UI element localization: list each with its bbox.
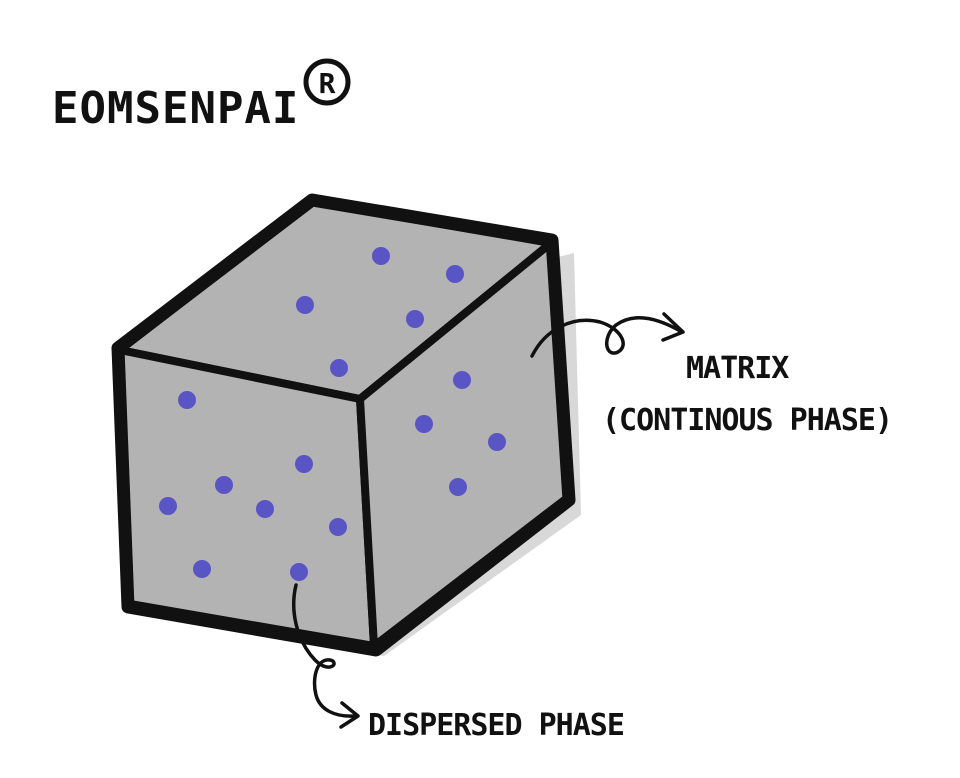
curly-arrow-right-icon [530,316,684,358]
particle-dot [178,391,196,409]
particle-dot [406,310,424,328]
particle-dot [193,560,211,578]
particle-dot [290,563,308,581]
continuous-phase-label: (CONTINOUS PHASE) [602,403,892,438]
particle-dot [449,478,467,496]
particle-dot [446,265,464,283]
particle-dot [330,359,348,377]
matrix-label: MATRIX [686,351,789,386]
particle-dot [415,415,433,433]
dispersed-arrowhead [339,701,360,729]
particle-dot [295,455,313,473]
dispersed-particles [159,247,506,581]
particle-dot [329,518,347,536]
matrix-arrowhead [661,312,685,342]
curly-arrow-down-right-icon [292,583,356,718]
dispersed-phase-label: DISPERSED PHASE [368,708,624,743]
registered-mark-letter: R [319,67,336,100]
matrix-cube [111,193,581,657]
particle-dot [159,497,177,515]
particle-dot [256,500,274,518]
particle-dot [453,371,471,389]
cube-outline [111,193,576,657]
particle-dot [372,247,390,265]
brand-title: EOMSENPAI [52,83,299,134]
particle-dot [215,476,233,494]
particle-dot [296,296,314,314]
particle-dot [488,433,506,451]
registered-trademark-icon: R [303,58,351,106]
cube-front-face [116,346,378,650]
